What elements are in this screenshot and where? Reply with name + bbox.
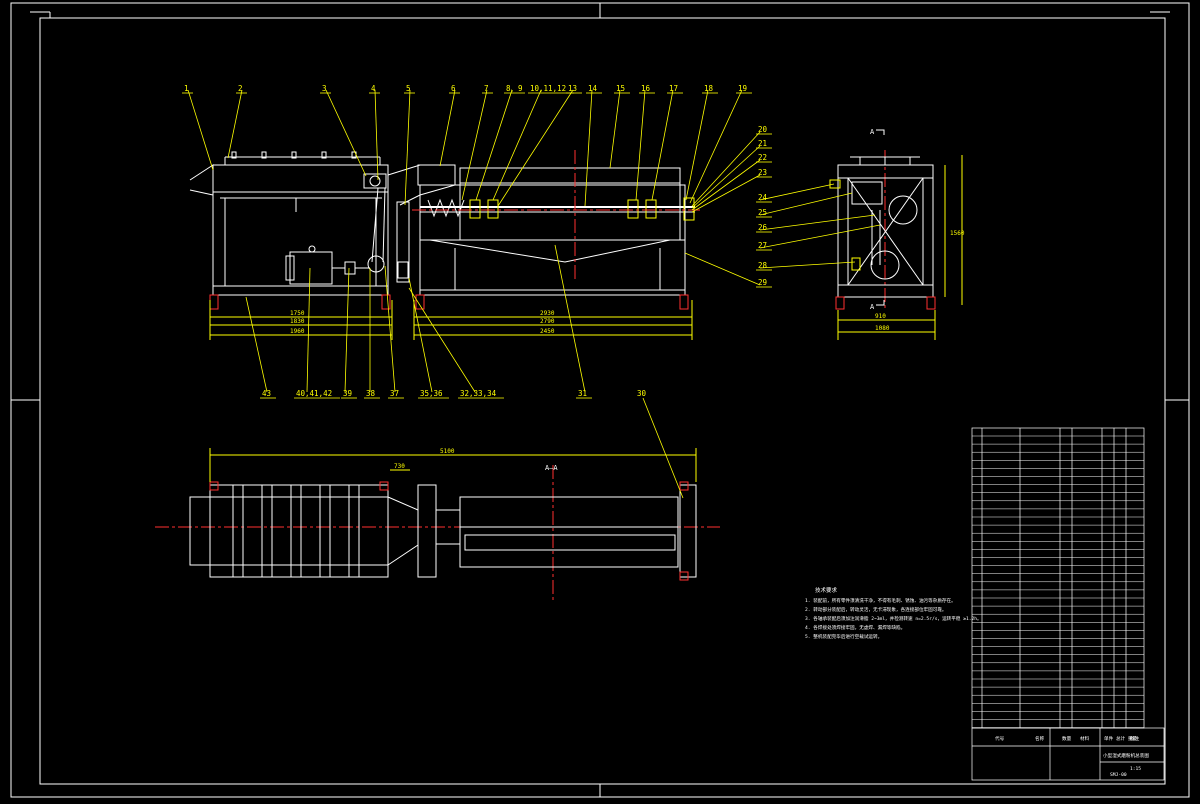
callout-1: 1 [184, 84, 189, 93]
callout-4: 4 [371, 84, 376, 93]
callout-8-9: 8、9 [506, 84, 523, 93]
section-mark-bottom: A [870, 303, 875, 311]
callout-29: 29 [758, 278, 767, 287]
dim-mid-b: 2790 [540, 318, 555, 325]
callout-38: 38 [366, 389, 376, 398]
callout-28: 28 [758, 261, 768, 270]
dim-end-total: 1080 [875, 325, 890, 332]
callout-22: 22 [758, 153, 767, 162]
section-label-aa: A—A [545, 464, 558, 472]
col-name: 名称 [1035, 735, 1045, 742]
dim-left-a: 1750 [290, 310, 305, 317]
callout-39: 39 [343, 389, 352, 398]
note-3: 3. 各轴承装配后须加注润滑脂 2~3ml，并检测转速 n=2.5r/s，运转平… [805, 615, 982, 622]
hopper-frame [212, 164, 389, 296]
callout-3: 3 [322, 84, 327, 93]
dim-mid-c: 2450 [540, 328, 555, 335]
note-2: 2. 转动部分装配后，转动灵活，无卡滞现象，各连接部位牢固可靠。 [805, 606, 947, 613]
callouts-bottom: 43 40,41,42 39 38 37 35,36 32,33,34 31 [260, 389, 592, 399]
callout-23: 23 [758, 168, 767, 177]
callout-21: 21 [758, 139, 767, 148]
callout-15: 15 [616, 84, 625, 93]
plan-view [189, 481, 697, 581]
callout-16: 16 [641, 84, 651, 93]
callout-17: 17 [669, 84, 678, 93]
dim-mid-a: 2930 [540, 310, 555, 317]
dim-left-c: 1960 [290, 328, 305, 335]
dim-plan-small: 730 [394, 463, 405, 470]
callout-leaders [187, 89, 881, 499]
callout-32-33-34: 32,33,34 [460, 389, 497, 398]
drawing-title: 小型湿式磨粉机总装图 [1103, 752, 1149, 759]
dim-end-width: 910 [875, 313, 886, 320]
callout-20: 20 [758, 125, 768, 134]
callout-24: 24 [758, 193, 768, 202]
callout-5: 5 [406, 84, 411, 93]
note-4: 4. 各焊接处须焊接牢固，无虚焊、漏焊等缺陷。 [805, 624, 905, 631]
front-elevation [189, 151, 695, 310]
callouts-right: 20 21 22 23 24 25 26 27 28 29 [756, 125, 772, 288]
callout-37: 37 [390, 389, 399, 398]
callout-43: 43 [262, 389, 271, 398]
section-mark-top: A [870, 128, 875, 136]
col-material: 材料 [1080, 735, 1090, 742]
note-1: 1. 装配前，所有零件须清洗干净，不得有毛刺、锈蚀、油污等杂质存在。 [805, 597, 956, 604]
callout-31: 31 [578, 389, 587, 398]
dim-plan-total: 5100 [440, 448, 455, 455]
callout-7: 7 [484, 84, 489, 93]
callout-25: 25 [758, 208, 767, 217]
callout-35-36: 35,36 [420, 389, 443, 398]
dimension-lines [209, 155, 963, 482]
callout-18: 18 [704, 84, 714, 93]
col-code: 代号 [995, 735, 1005, 742]
callout-19: 19 [738, 84, 747, 93]
col-qty: 数量 [1062, 735, 1072, 742]
plan-ribs [232, 485, 360, 577]
callout-2: 2 [238, 84, 243, 93]
dim-left-b: 1830 [290, 318, 305, 325]
title-block-text: 代号 名称 数量 材料 单件 总计 重量 备注 小型湿式磨粉机总装图 1:15 … [995, 735, 1149, 778]
callout-26: 26 [758, 223, 768, 232]
sheet-border [10, 2, 1190, 798]
callout-40-41-42: 40,41,42 [296, 389, 332, 398]
parts-list [971, 427, 1165, 781]
parts-list-rows [972, 435, 1144, 728]
technical-notes: 技术要求 1. 装配前，所有零件须清洗干净，不得有毛刺、锈蚀、油污等杂质存在。 … [805, 586, 982, 640]
callout-14: 14 [588, 84, 598, 93]
callout-27: 27 [758, 241, 767, 250]
dim-end-height: 1560 [950, 230, 965, 237]
col-weight: 单件 总计 重量 [1104, 735, 1138, 742]
notes-title: 技术要求 [815, 586, 838, 594]
callout-13: 13 [568, 84, 577, 93]
callout-6: 6 [451, 84, 456, 93]
note-5: 5. 整机装配完毕后进行空载试运转。 [805, 633, 882, 640]
col-remark: 备注 [1130, 735, 1140, 742]
callout-10-11-12: 10,11,12 [530, 84, 566, 93]
drawing-number: SMJ-00 [1110, 772, 1127, 778]
drawing-scale: 1:15 [1130, 766, 1141, 772]
callout-30: 30 [637, 389, 647, 398]
